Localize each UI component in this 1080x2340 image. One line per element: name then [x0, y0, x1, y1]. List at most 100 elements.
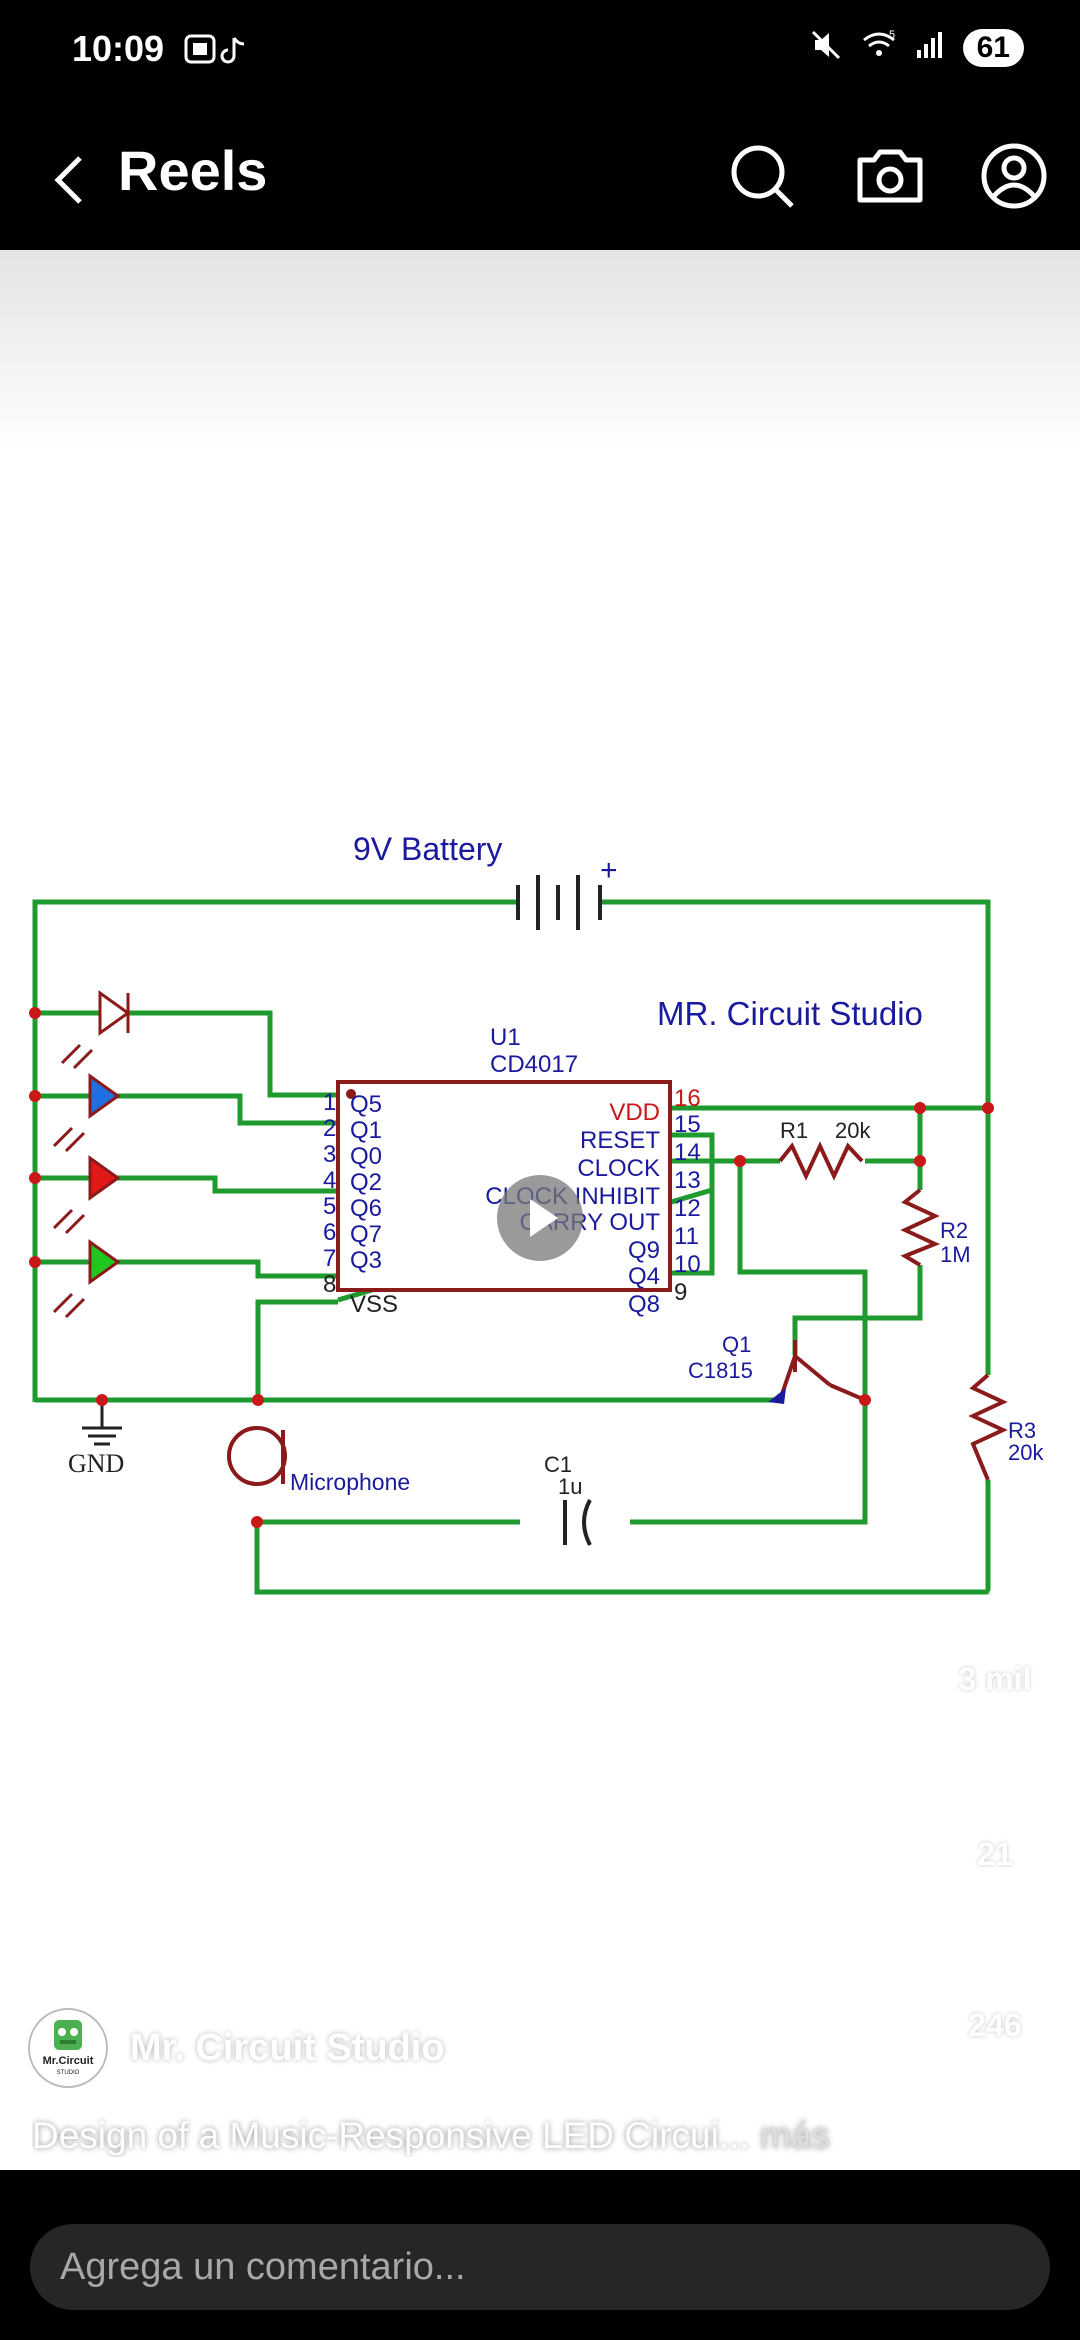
- wifi-icon: 5: [861, 28, 897, 67]
- status-bar: 10:09 5 61: [0, 0, 1080, 110]
- comment-input[interactable]: Agrega un comentario...: [30, 2224, 1050, 2310]
- pin-num-9: 9: [674, 1279, 687, 1306]
- pin-name-vss: VSS: [350, 1291, 398, 1318]
- chip-name: CD4017: [490, 1051, 578, 1078]
- heart-icon: [963, 1584, 1030, 1648]
- microphone-symbol: [227, 1426, 287, 1486]
- signal-icon: [915, 30, 945, 65]
- top-bar: Reels: [0, 110, 1080, 250]
- page-title: Reels: [118, 139, 268, 202]
- bottom-bar: Agrega un comentario...: [0, 2170, 1080, 2340]
- share-icon: [961, 1934, 1029, 1994]
- play-button[interactable]: [497, 1175, 583, 1261]
- pin-name-q9: Q9: [628, 1237, 660, 1264]
- r1-label: R1: [780, 1118, 808, 1143]
- r3-label: R3: [1008, 1418, 1036, 1443]
- led-2-blue: [52, 1073, 121, 1153]
- pin-name-q2: Q2: [350, 1169, 382, 1196]
- junction-dots: [29, 1007, 994, 1528]
- battery-label: 9V Battery: [353, 831, 502, 867]
- pin-num-8: 8: [323, 1271, 336, 1298]
- pin-name-q1: Q1: [350, 1117, 382, 1144]
- circuit-diagram: + 9V Battery MR. Circuit Studio: [29, 831, 1044, 1595]
- brand-label: MR. Circuit Studio: [657, 995, 923, 1032]
- chip-body: [336, 1080, 672, 1292]
- verified-icon: [458, 2031, 493, 2065]
- pin-name-reset: RESET: [580, 1127, 660, 1154]
- more-options-icon[interactable]: •••: [969, 2103, 1021, 2156]
- author-row: Mr.Circuit STUDIO Mr. Circuit Studio Seg…: [28, 2008, 687, 2088]
- c1-value: 1u: [558, 1474, 582, 1499]
- pin-num-13: 13: [674, 1167, 701, 1194]
- r1-value: 20k: [835, 1118, 871, 1143]
- shares-count: 246: [968, 2007, 1022, 2043]
- r3-resistor: [968, 1373, 1008, 1481]
- pin-num-11: 11: [674, 1223, 699, 1250]
- avatar-logo-icon: Mr.Circuit STUDIO: [43, 2020, 94, 2076]
- camera-icon[interactable]: [852, 138, 928, 214]
- comment-icon: [961, 1758, 1025, 1821]
- led-4-green: [52, 1239, 121, 1319]
- pin-num-16: 16: [674, 1085, 701, 1112]
- pin-num-1: 1: [323, 1089, 336, 1116]
- gnd-symbol: [82, 1400, 122, 1446]
- pin-num-5: 5: [323, 1193, 336, 1220]
- r2-resistor: [900, 1188, 941, 1267]
- share-button[interactable]: 246: [940, 1930, 1050, 2044]
- like-button[interactable]: 3 mil: [940, 1580, 1050, 1698]
- pin-num-4: 4: [323, 1167, 336, 1194]
- author-name[interactable]: Mr. Circuit Studio: [130, 2026, 445, 2069]
- profile-icon[interactable]: [976, 138, 1052, 214]
- pin-num-14: 14: [674, 1139, 701, 1166]
- battery-indicator: 61: [962, 28, 1024, 67]
- pin-num-7: 7: [323, 1245, 336, 1272]
- led-3-red: [52, 1155, 121, 1235]
- svg-text:STUDIO: STUDIO: [57, 2070, 80, 2076]
- pin-name-q8: Q8: [628, 1291, 660, 1318]
- chip-ref: U1: [490, 1024, 521, 1051]
- pin-num-15: 15: [674, 1111, 701, 1138]
- pin-num-12: 12: [674, 1195, 701, 1222]
- battery-symbol: [516, 875, 602, 930]
- pin-name-q3: Q3: [350, 1247, 382, 1274]
- pin-num-2: 2: [323, 1115, 336, 1142]
- comments-count: 21: [977, 1836, 1013, 1872]
- avatar[interactable]: Mr.Circuit STUDIO: [28, 2008, 108, 2088]
- pin-num-6: 6: [323, 1219, 336, 1246]
- follow-button[interactable]: Seguir: [518, 2017, 687, 2079]
- microphone-label: Microphone: [290, 1469, 410, 1495]
- pin-name-q4: Q4: [628, 1263, 660, 1290]
- mute-icon: [809, 28, 843, 67]
- screenshot-icon: [182, 32, 262, 73]
- likes-count: 3 mil: [958, 1661, 1032, 1697]
- pin-num-3: 3: [323, 1141, 336, 1168]
- gnd-label: GND: [68, 1449, 124, 1478]
- svg-text:Mr.Circuit: Mr.Circuit: [43, 2055, 94, 2067]
- caption-more-link[interactable]: más: [759, 2115, 830, 2156]
- pin-name-q5: Q5: [350, 1091, 382, 1118]
- q1-label: Q1: [722, 1332, 751, 1357]
- q1-value: C1815: [688, 1358, 753, 1383]
- pin-name-q6: Q6: [350, 1195, 382, 1222]
- r3-value: 20k: [1008, 1440, 1044, 1465]
- battery-plus: +: [600, 854, 618, 887]
- pin-name-q7: Q7: [350, 1221, 382, 1248]
- c1-label: C1: [544, 1452, 572, 1477]
- video-top-fade: [0, 250, 1080, 450]
- caption-text: Design of a Music-Responsive LED Circui.…: [32, 2115, 750, 2156]
- pin-name-q0: Q0: [350, 1143, 382, 1170]
- pin-name-clock: CLOCK: [577, 1155, 660, 1182]
- search-icon[interactable]: [724, 138, 800, 214]
- comment-button[interactable]: 21: [940, 1755, 1050, 1873]
- caption[interactable]: Design of a Music-Responsive LED Circui.…: [32, 2115, 912, 2157]
- svg-text:5: 5: [889, 29, 895, 41]
- pin-num-10: 10: [674, 1251, 701, 1278]
- r2-value: 1M: [940, 1242, 971, 1267]
- status-time: 10:09: [72, 28, 165, 69]
- r1-resistor: [778, 1141, 864, 1181]
- r2-label: R2: [940, 1218, 968, 1243]
- back-icon[interactable]: [48, 150, 100, 210]
- pin-name-vdd: VDD: [609, 1099, 660, 1126]
- reel-video[interactable]: + 9V Battery MR. Circuit Studio: [0, 250, 1080, 2170]
- led-1: [60, 990, 131, 1070]
